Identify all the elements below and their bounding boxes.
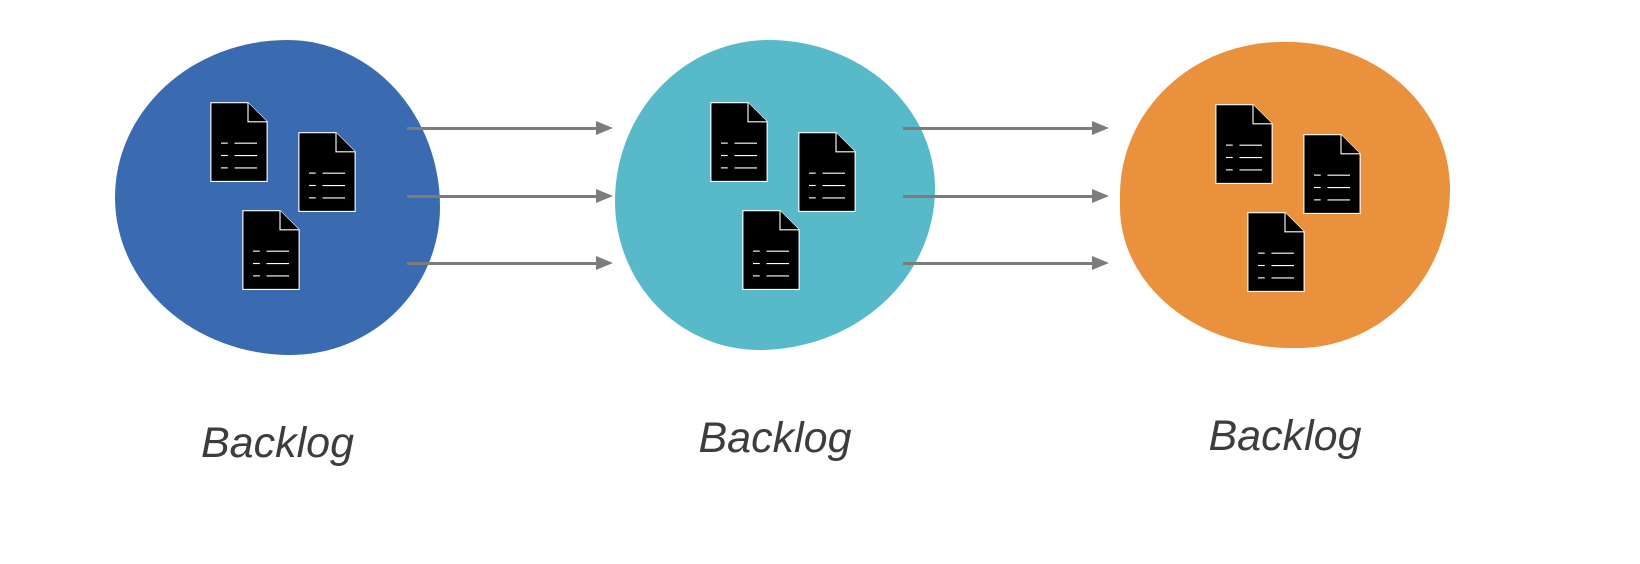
flow-arrow-icon <box>407 189 613 203</box>
document-icon <box>1215 104 1273 184</box>
stage-label: Backlog <box>201 419 354 467</box>
document-icon <box>242 210 300 290</box>
document-icon <box>210 102 268 182</box>
backlog-stage-2: Backlog <box>615 40 935 463</box>
document-icon <box>798 132 856 212</box>
document-icon <box>710 102 768 182</box>
flow-arrow-icon <box>903 189 1109 203</box>
arrow-shaft <box>903 261 1092 265</box>
backlog-stage-3: Backlog <box>1120 42 1450 461</box>
document-icon <box>298 132 356 212</box>
arrow-head <box>1092 189 1109 203</box>
arrow-shaft <box>903 126 1092 130</box>
document-icon <box>1247 212 1305 292</box>
document-icon <box>742 210 800 290</box>
backlog-blob <box>1120 42 1450 348</box>
arrow-shaft <box>407 261 596 265</box>
arrow-head <box>1092 256 1109 270</box>
backlog-blob <box>115 40 440 355</box>
stage-label: Backlog <box>1208 412 1362 460</box>
flow-arrow-icon <box>903 121 1109 135</box>
document-icon <box>1303 134 1361 214</box>
flow-arrow-icon <box>407 256 613 270</box>
flow-arrow-icon <box>903 256 1109 270</box>
flow-arrow-icon <box>407 121 613 135</box>
arrow-head <box>596 189 613 203</box>
arrow-shaft <box>407 194 596 198</box>
stage-label: Backlog <box>698 414 852 462</box>
arrow-shaft <box>407 126 596 130</box>
backlog-blob <box>615 40 935 350</box>
arrow-head <box>1092 121 1109 135</box>
arrow-head <box>596 256 613 270</box>
backlog-stage-1: Backlog <box>115 40 440 468</box>
arrow-head <box>596 121 613 135</box>
arrow-shaft <box>903 194 1092 198</box>
